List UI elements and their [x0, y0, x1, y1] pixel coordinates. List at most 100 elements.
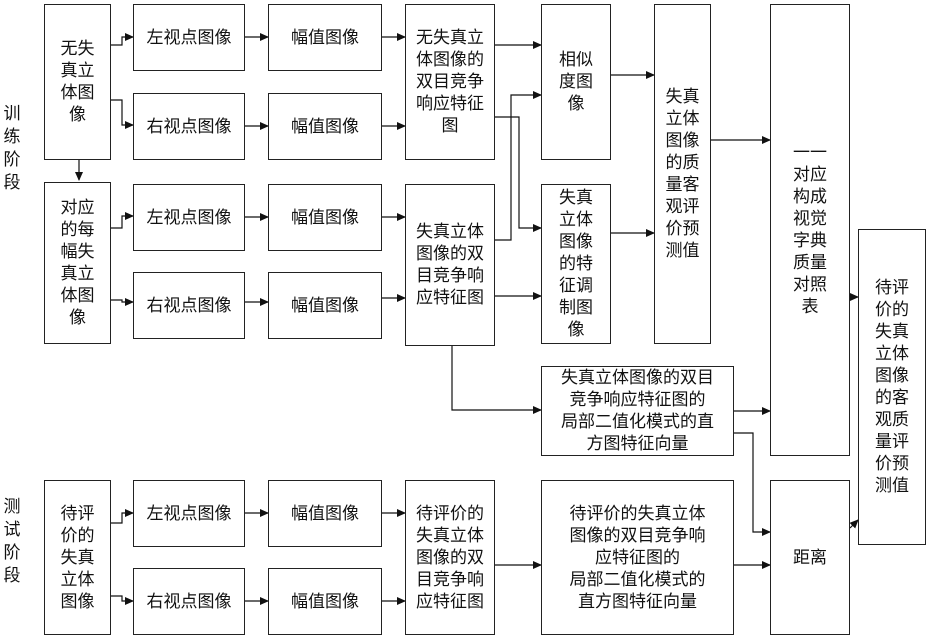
- box-text: 图像的双目竞争响: [570, 525, 706, 547]
- lbp-histogram-feature-box-test: 待评价的失真立体 图像的双目竞争响 应特征图的 局部二值化模式的 直方图特征向量: [541, 480, 734, 635]
- box-text: 图像的双: [416, 243, 484, 265]
- test-left-view-box: 左视点图像: [133, 480, 245, 547]
- amplitude-image-box-3: 幅值图像: [268, 184, 382, 251]
- box-text: 幅值图像: [291, 503, 359, 525]
- undistorted-rivalry-map-box: 无失真立 体图像的 双目竞争 响应特征 图: [405, 4, 495, 160]
- left-view-box-2: 左视点图像: [133, 184, 245, 251]
- box-text: 幅值图像: [291, 295, 359, 317]
- box-text: 失真立体: [416, 221, 484, 243]
- box-text: 图像: [875, 365, 909, 387]
- objective-quality-prediction-box: 失真 立体 图像 的质 量客 观评 价预 测值: [654, 4, 711, 344]
- test-stereo-image-box: 待评 价的 失真 立体 图像: [44, 480, 111, 635]
- arrow-test-left: [111, 513, 133, 523]
- box-text: 失真: [559, 187, 593, 209]
- box-text: 图像: [666, 130, 700, 152]
- box-text: 图像: [559, 231, 593, 253]
- label-char: 练: [4, 127, 21, 147]
- box-text: 的客: [875, 387, 909, 409]
- box-text: 右视点图像: [147, 295, 232, 317]
- box-text: 失真: [61, 547, 95, 569]
- label-char: 测: [4, 497, 21, 517]
- box-text: 征调: [559, 275, 593, 297]
- box-text: 像: [559, 93, 593, 115]
- box-text: 的特: [559, 253, 593, 275]
- arrow-dist-left: [111, 216, 133, 228]
- box-text: 真立: [61, 60, 95, 82]
- box-text: 价预: [875, 453, 909, 475]
- test-right-view-box: 右视点图像: [133, 568, 245, 635]
- box-text: 双目竞争: [416, 71, 484, 93]
- box-text: 质量: [793, 252, 827, 274]
- box-text: 像: [559, 319, 593, 341]
- visual-dictionary-box: 一一 对应 构成 视觉 字典 质量 对照 表: [770, 4, 850, 456]
- box-text: 一一: [793, 142, 827, 164]
- test-amplitude-image-box-2: 幅值图像: [268, 568, 382, 635]
- box-text: 对应: [793, 164, 827, 186]
- right-view-box-2: 右视点图像: [133, 272, 245, 339]
- box-text: 构成: [793, 186, 827, 208]
- box-text: 幅失: [61, 241, 95, 263]
- box-text: 失真: [666, 86, 700, 108]
- box-text: 观质: [875, 409, 909, 431]
- box-text: 左视点图像: [147, 503, 232, 525]
- distorted-stereo-image-box: 对应 的每 幅失 真立 体图 像: [44, 182, 111, 344]
- box-text: 字典: [793, 230, 827, 252]
- box-text: 立体: [61, 569, 95, 591]
- label-char: 段: [4, 566, 21, 586]
- box-text: 测值: [875, 475, 909, 497]
- box-text: 价的: [61, 525, 95, 547]
- box-text: 方图特征向量: [561, 433, 714, 455]
- box-text: 右视点图像: [147, 591, 232, 613]
- box-text: 幅值图像: [291, 116, 359, 138]
- box-text: 竞争响应特征图的: [561, 389, 714, 411]
- box-text: 失真立体图像的双目: [561, 367, 714, 389]
- box-text: 立体: [875, 343, 909, 365]
- box-text: 制图: [559, 297, 593, 319]
- label-char: 阶: [4, 543, 21, 563]
- box-text: 的质: [666, 152, 700, 174]
- test-rivalry-map-box: 待评价的 失真立体 图像的双 目竞争响 应特征图: [405, 480, 495, 635]
- box-text: 体图: [61, 285, 95, 307]
- box-text: 相似: [559, 49, 593, 71]
- amplitude-image-box-1: 幅值图像: [268, 4, 382, 71]
- box-text: 直方图特征向量: [570, 591, 706, 613]
- lbp-histogram-feature-box-train: 失真立体图像的双目 竞争响应特征图的 局部二值化模式的直 方图特征向量: [541, 366, 734, 456]
- box-text: 局部二值化模式的直: [561, 411, 714, 433]
- box-text: 应特征图的: [570, 547, 706, 569]
- box-text: 目竞争响: [416, 265, 484, 287]
- box-text: 幅值图像: [291, 207, 359, 229]
- box-text: 目竞争响: [416, 569, 484, 591]
- box-text: 价的: [875, 299, 909, 321]
- test-amplitude-image-box-1: 幅值图像: [268, 480, 382, 547]
- arrow-undistriv-mod: [495, 117, 541, 228]
- label-char: 阶: [4, 150, 21, 170]
- box-text: 待评价的: [416, 503, 484, 525]
- box-text: 待评: [61, 503, 95, 525]
- distance-box: 距离: [770, 480, 850, 635]
- box-text: 对应: [61, 197, 95, 219]
- box-text: 像: [61, 307, 95, 329]
- box-text: 距离: [793, 547, 827, 569]
- box-text: 真立: [61, 263, 95, 285]
- box-text: 应特征图: [416, 591, 484, 613]
- arrow-distance-final: [850, 520, 858, 528]
- box-text: 体图像的: [416, 49, 484, 71]
- undistorted-stereo-image-box: 无失 真立 体图 像: [44, 4, 111, 160]
- box-text: 应特征图: [416, 287, 484, 309]
- box-text: 像: [61, 104, 95, 126]
- feature-modulation-image-box: 失真 立体 图像 的特 征调 制图 像: [541, 184, 611, 344]
- arrow-lbp-distance: [734, 433, 770, 532]
- similarity-image-box: 相似 度图 像: [541, 4, 611, 160]
- box-text: 图像: [61, 591, 95, 613]
- box-text: 量客: [666, 174, 700, 196]
- amplitude-image-box-4: 幅值图像: [268, 272, 382, 339]
- box-text: 左视点图像: [147, 27, 232, 49]
- box-text: 局部二值化模式的: [570, 569, 706, 591]
- distorted-rivalry-map-box: 失真立体 图像的双 目竞争响 应特征图: [405, 184, 495, 346]
- box-text: 失真: [875, 321, 909, 343]
- box-text: 测值: [666, 240, 700, 262]
- right-view-box-1: 右视点图像: [133, 93, 245, 160]
- box-text: 响应特征: [416, 93, 484, 115]
- final-quality-score-box: 待评 价的 失真 立体 图像 的客 观质 量评 价预 测值: [858, 229, 926, 545]
- label-char: 试: [4, 520, 21, 540]
